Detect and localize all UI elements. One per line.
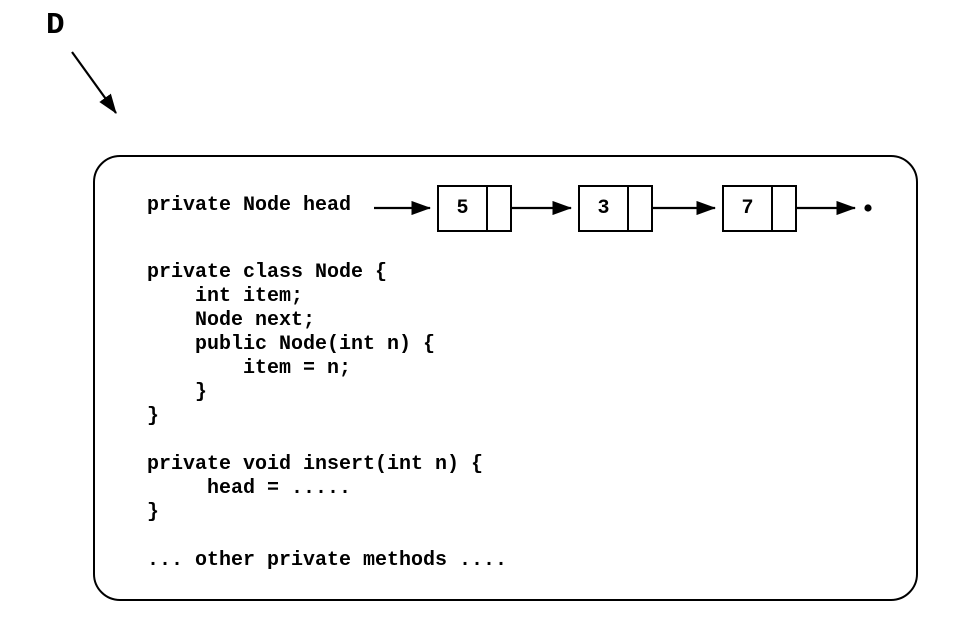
code-line: ... other private methods .... — [147, 549, 508, 572]
node-3-item-cell: 7 — [724, 187, 773, 230]
code-line: private void insert(int n) { — [147, 453, 484, 476]
list-node-2: 3 — [578, 185, 653, 232]
code-line: int item; — [147, 285, 304, 308]
node-1-next-cell — [488, 187, 510, 230]
node-1-item-cell: 5 — [439, 187, 488, 230]
figure-label-d: D — [46, 8, 65, 43]
code-line: public Node(int n) { — [147, 333, 436, 356]
list-node-1: 5 — [437, 185, 512, 232]
code-line — [147, 429, 507, 453]
code-line — [147, 525, 507, 549]
code-line: } — [147, 501, 160, 524]
code-line: item = n; — [147, 357, 352, 380]
node-3-next-cell — [773, 187, 795, 230]
head-declaration: private Node head — [147, 194, 352, 217]
code-line: Node next; — [147, 309, 316, 332]
code-line: head = ..... — [147, 477, 352, 500]
code-line: } — [147, 381, 208, 404]
node-2-item-cell: 3 — [580, 187, 629, 230]
d-pointer-arrow — [71, 51, 117, 114]
node-2-next-cell — [629, 187, 651, 230]
list-node-3: 7 — [722, 185, 797, 232]
code-line: } — [147, 405, 160, 428]
code-block: private class Node { int item; Node next… — [147, 261, 507, 573]
code-line: private class Node { — [147, 261, 388, 284]
